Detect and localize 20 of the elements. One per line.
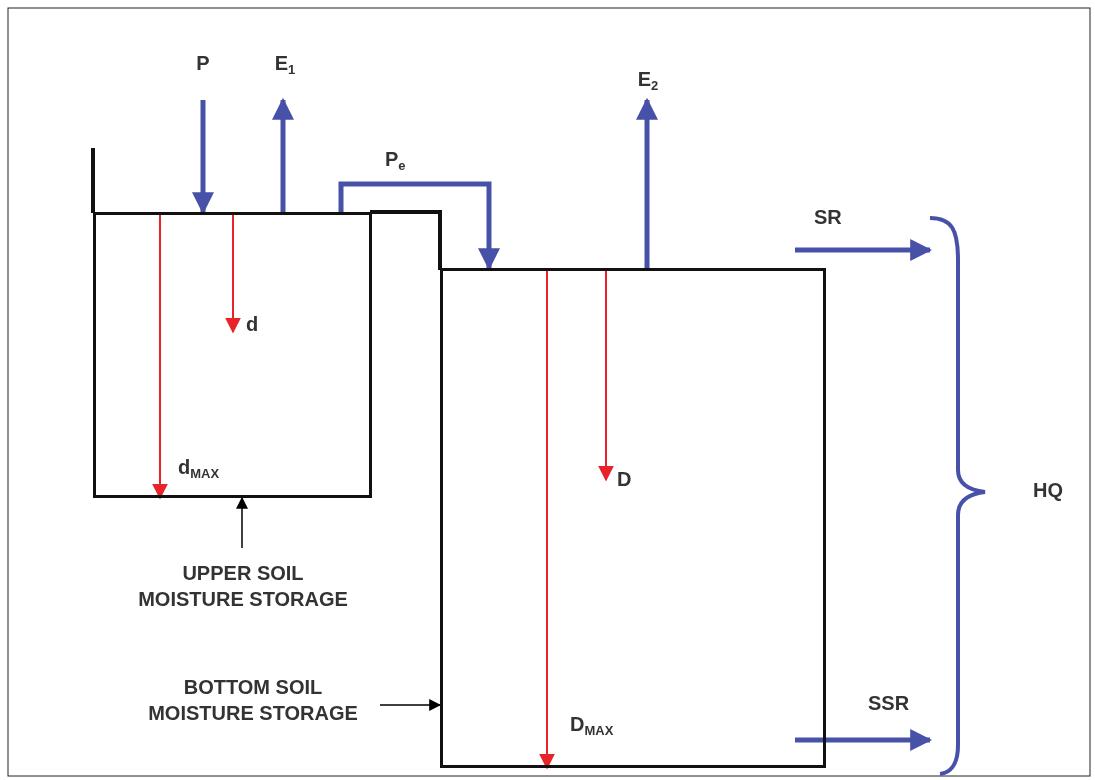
flow-arrow: [795, 239, 933, 261]
storage-label: BOTTOM SOIL MOISTURE STORAGE: [126, 674, 380, 730]
flux-label: E$_{1}$: [262, 50, 308, 100]
flow-arrow: [795, 729, 933, 751]
storage-label: UPPER SOIL MOISTURE STORAGE: [118, 548, 368, 614]
depth-label: d$_{MAX}$: [178, 456, 220, 481]
flux-label: P: [178, 50, 228, 100]
depth-label: d: [246, 313, 259, 336]
tank-box: [440, 268, 826, 768]
flux-label: HQ: [1033, 479, 1063, 502]
leader-line: [236, 496, 248, 549]
flow-arrow: [192, 100, 214, 215]
depth-label: D: [617, 468, 632, 491]
leader-line: [379, 699, 442, 711]
flow-arrow: [636, 97, 658, 268]
depth-label: D$_{MAX}$: [570, 713, 614, 738]
flux-label: E$_{2}$: [624, 66, 672, 100]
flow-arrow: [338, 181, 500, 271]
tank-box: [93, 212, 372, 498]
flow-arrow: [272, 97, 294, 212]
